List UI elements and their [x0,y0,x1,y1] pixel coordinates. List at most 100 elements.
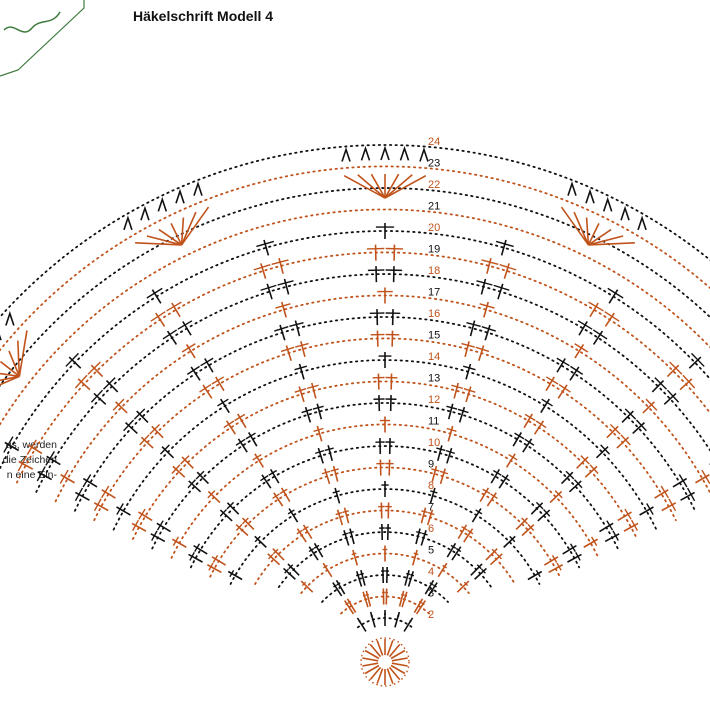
stitch-bar [358,620,361,623]
shell-icon [341,145,429,199]
shell-stitch [146,235,182,246]
stitch-stem [156,522,171,533]
ring-stitch [388,666,401,681]
chain-stitch-icon [132,380,638,540]
double-crochet-icon [378,502,385,519]
stitch-bar [219,508,227,517]
stitch-bar [166,301,182,312]
picot-icon [360,145,371,161]
double-crochet-icon [545,376,559,392]
double-crochet-icon [369,611,376,628]
stitch-stem [196,471,210,485]
chain-stitch-icon [112,359,658,531]
stitch-stem [599,522,614,533]
stitch-stem [424,579,435,595]
double-crochet-icon [365,590,372,607]
double-crochet-icon [499,263,517,279]
double-crochet-icon [568,479,583,493]
stitch-bar [181,343,196,353]
stitch-stem [207,490,221,504]
double-crochet-icon [415,528,422,545]
stitch-stem [695,474,710,484]
stitch-bar [654,377,667,390]
double-crochet-icon [313,425,324,442]
double-crochet-icon [235,438,248,453]
stitch-stem [235,524,249,537]
stitch-stem [225,420,237,435]
round-label: 19 [428,244,440,256]
double-crochet-icon [355,571,363,587]
stitch-stem [540,398,550,414]
stitch-bar [271,259,289,265]
stitch-bar [234,413,246,422]
double-crochet-icon [188,551,203,563]
stitch-bar [463,581,469,587]
stitch-bar [524,438,535,446]
double-crochet-icon [211,376,225,392]
stitch-bar [65,352,79,367]
double-crochet-icon [289,320,304,337]
stitch-stem [427,582,438,597]
double-crochet-icon [557,383,571,399]
stitch-bar [365,593,369,596]
stitch-stem [300,580,314,593]
stitch-stem [138,511,153,522]
stitch-bar [624,408,637,420]
stitch-bar [574,343,589,353]
stitch-stem [300,341,306,358]
stitch-stem [355,571,363,587]
stitch-stem [527,570,543,581]
double-crochet-icon [515,517,529,530]
double-crochet-icon [439,468,449,485]
stitch-stem [512,432,523,447]
round-label: 7 [428,502,434,514]
stitch-stem [267,553,281,566]
stitch-stem [116,506,131,516]
double-crochet-icon [379,416,391,433]
stitch-stem [125,422,138,435]
stitch-bar [466,321,481,328]
double-crochet-icon [651,377,667,393]
double-crochet-icon [642,398,658,414]
double-crochet-icon [382,545,388,562]
stitch-bar [514,432,525,440]
picot-icon [0,334,2,341]
double-crochet-icon [533,420,547,435]
stitch-stem [202,384,213,399]
double-crochet-icon [112,398,128,414]
double-crochet-icon [87,361,104,378]
double-crochet-icon [672,474,688,488]
stitch-bar [588,301,604,312]
double-crochet-icon [234,413,247,429]
ring-stitch [364,664,380,675]
stitch-stem [188,553,203,563]
shell-stitch [0,375,20,386]
double-crochet-icon [332,487,341,504]
stitch-stem [490,468,501,484]
stitch-bar [543,508,551,517]
double-crochet-icon [463,386,476,403]
shell-stitch [585,217,590,246]
double-crochet-icon [275,301,291,318]
double-crochet-icon [592,329,608,345]
round-label: 8 [428,480,434,492]
stitch-stem [140,436,154,449]
stitch-stem [287,563,300,576]
double-crochet-icon [381,567,385,584]
double-crochet-icon [277,278,294,295]
stitch-stem [136,410,149,424]
double-crochet-icon [537,508,551,522]
stitch-bar [187,479,197,489]
double-crochet-icon [342,507,350,524]
stitch-bar [476,280,493,286]
double-crochet-icon [474,567,487,580]
shell-stitch [0,372,20,378]
stitch-stem [479,487,490,503]
stitch-stem [505,453,516,468]
double-crochet-icon [427,582,438,597]
stitch-stem [623,522,639,532]
double-crochet-icon [679,374,696,391]
stitch-stem [403,617,414,632]
stitch-stem [621,410,634,424]
stitch-bar [612,530,619,541]
